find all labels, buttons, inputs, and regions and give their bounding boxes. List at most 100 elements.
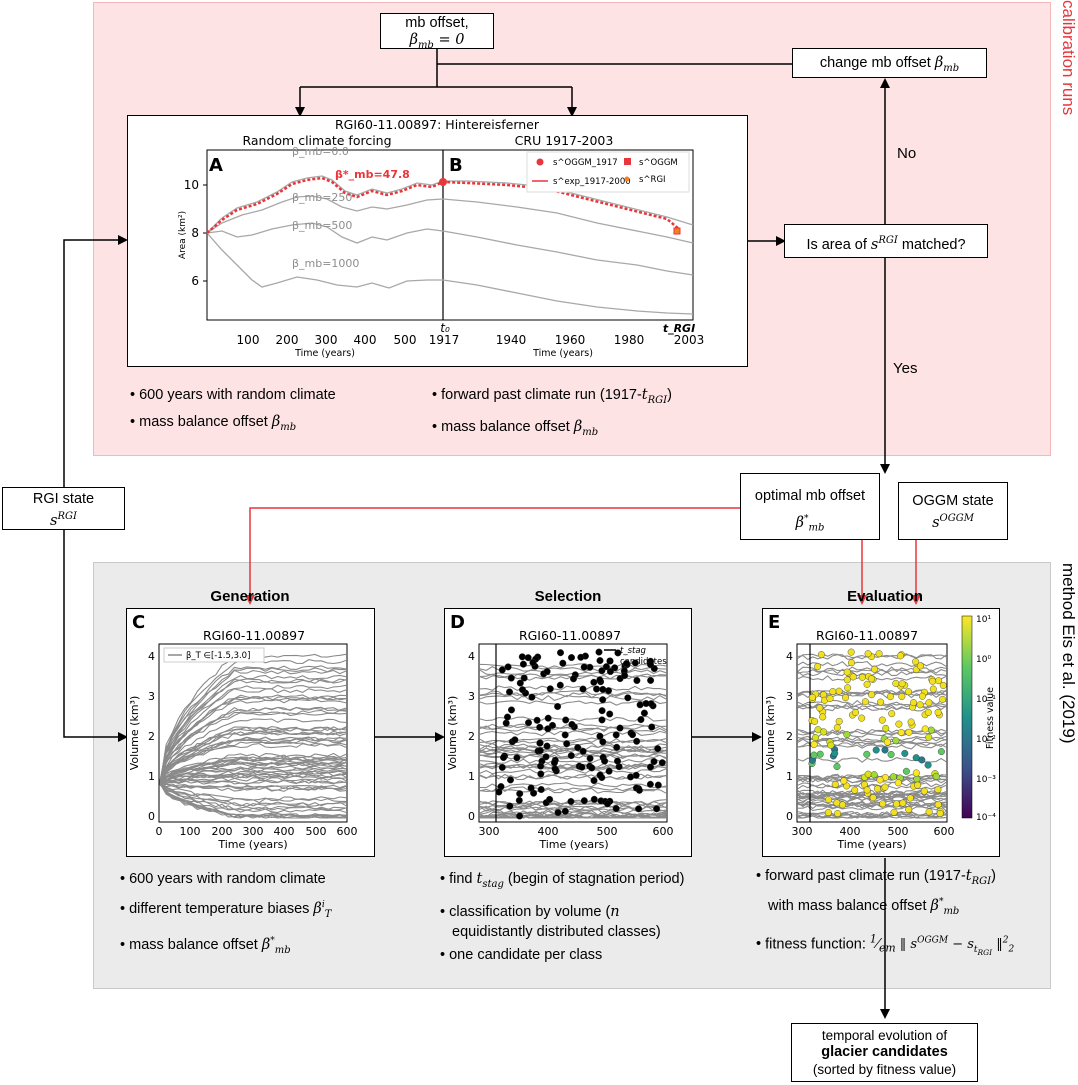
volume-trajectory xyxy=(159,756,347,782)
candidate-point xyxy=(895,720,903,728)
d-xlabel: Time (years) xyxy=(538,838,608,851)
ytick-10: 10 xyxy=(184,178,199,192)
candidate-point xyxy=(810,740,818,748)
volume-trajectory xyxy=(159,779,347,785)
volume-trajectory xyxy=(797,775,947,781)
candidate-point xyxy=(646,763,654,771)
is-area-matched-box: Is area of sRGI matched? xyxy=(784,224,988,258)
volume-trajectory xyxy=(159,741,347,782)
candidate-point xyxy=(518,653,526,661)
candidate-point xyxy=(904,688,912,696)
volume-trajectory xyxy=(797,743,947,750)
candidate-point xyxy=(894,779,902,787)
volume-trajectory xyxy=(479,813,667,819)
trgi-label: t_RGI xyxy=(663,322,695,335)
candidate-point xyxy=(808,693,816,701)
d-ytick-0: 0 xyxy=(468,810,475,823)
candidate-point xyxy=(816,750,824,758)
calib-xlabel-right: Time (years) xyxy=(532,348,593,359)
candidate-point xyxy=(599,738,607,746)
candidate-point xyxy=(937,748,945,756)
eval-bullet-fitness: fitness function: 1⁄em ‖ sOGGM − stRGI ‖… xyxy=(756,930,1014,963)
candidate-point xyxy=(586,754,594,762)
candidate-point xyxy=(847,648,855,656)
candidate-point xyxy=(877,698,885,706)
candidate-point xyxy=(569,675,577,683)
candidate-point xyxy=(924,708,932,716)
candidate-point xyxy=(829,688,837,696)
candidate-point xyxy=(861,698,869,706)
candidate-point xyxy=(833,762,841,770)
candidate-point xyxy=(650,758,658,766)
panel-c-legend-text: β_T ∈[-1.5,3.0] xyxy=(186,651,250,661)
d-xtick-600: 600 xyxy=(653,825,674,838)
label-beta-500: β_mb=500 xyxy=(292,219,352,232)
candidate-point xyxy=(616,724,624,732)
c-xtick-400: 400 xyxy=(274,825,295,838)
candidate-point xyxy=(542,753,550,761)
panel-c-frame xyxy=(158,643,348,823)
c-ytick-1: 1 xyxy=(148,770,155,783)
evaluation-title: Evaluation xyxy=(847,588,923,605)
candidate-point xyxy=(563,740,571,748)
candidate-point xyxy=(883,738,891,746)
gen-bullet-mb-offset: mass balance offset β*mb xyxy=(120,928,331,964)
optimal-mb-symbol: β*mb xyxy=(795,514,825,534)
candidate-point xyxy=(596,732,604,740)
candidate-point xyxy=(907,718,915,726)
volume-trajectory xyxy=(797,800,947,807)
candidate-point xyxy=(812,734,820,742)
candidate-point xyxy=(543,668,551,676)
candidate-point xyxy=(909,699,917,707)
candidate-point xyxy=(827,741,835,749)
candidate-point xyxy=(635,805,643,813)
t0-label: t₀ xyxy=(440,321,450,335)
candidate-point xyxy=(554,809,562,817)
candidate-point xyxy=(934,801,942,809)
candidate-point xyxy=(598,716,606,724)
calibration-chart: RGI60-11.00897: Hintereisferner Random c… xyxy=(178,117,704,359)
candidate-point xyxy=(544,714,552,722)
candidate-point xyxy=(520,674,528,682)
candidate-point xyxy=(936,809,944,817)
candidate-point xyxy=(927,726,935,734)
candidate-point xyxy=(929,677,937,685)
calib-bullet-mb-offset-right: mass balance offset βmb xyxy=(432,414,672,446)
cbar-tick-0: 10⁰ xyxy=(976,655,991,665)
candidate-point xyxy=(567,654,575,662)
panel-d-title: RGI60-11.00897 xyxy=(519,628,621,643)
candidate-point xyxy=(863,750,871,758)
candidate-point xyxy=(601,757,609,765)
volume-trajectory xyxy=(159,706,347,785)
candidate-point xyxy=(536,739,544,747)
volume-trajectory xyxy=(797,783,947,790)
e-xlabel: Time (years) xyxy=(836,838,906,851)
calib-ylabel: Area (km²) xyxy=(178,211,188,259)
candidate-point xyxy=(888,710,896,718)
sel-bullet-one-candidate: one candidate per class xyxy=(440,942,684,968)
d-xtick-500: 500 xyxy=(597,825,618,838)
volume-trajectory xyxy=(159,756,346,784)
c-xtick-600: 600 xyxy=(337,825,358,838)
calib-bullet-mb-offset: mass balance offset βmb xyxy=(130,409,336,441)
candidate-point xyxy=(507,674,515,682)
candidate-point xyxy=(876,776,884,784)
temporal-line-1: temporal evolution of xyxy=(821,1028,948,1043)
volume-trajectory xyxy=(479,782,667,789)
candidate-point xyxy=(870,665,878,673)
curve-beta-1000 xyxy=(206,232,694,315)
candidate-point xyxy=(654,745,662,753)
volume-trajectory xyxy=(159,782,347,807)
rgi-state-symbol: sRGI xyxy=(50,511,77,529)
candidate-point xyxy=(875,650,883,658)
candidate-point xyxy=(658,759,666,767)
candidate-point xyxy=(872,746,880,754)
candidate-point xyxy=(870,771,878,779)
candidate-point xyxy=(847,659,855,667)
candidate-point xyxy=(612,731,620,739)
volume-trajectory xyxy=(479,715,667,722)
candidate-point xyxy=(633,676,641,684)
candidate-point xyxy=(864,650,872,658)
volume-trajectory xyxy=(797,741,947,748)
volume-trajectory xyxy=(159,762,347,782)
